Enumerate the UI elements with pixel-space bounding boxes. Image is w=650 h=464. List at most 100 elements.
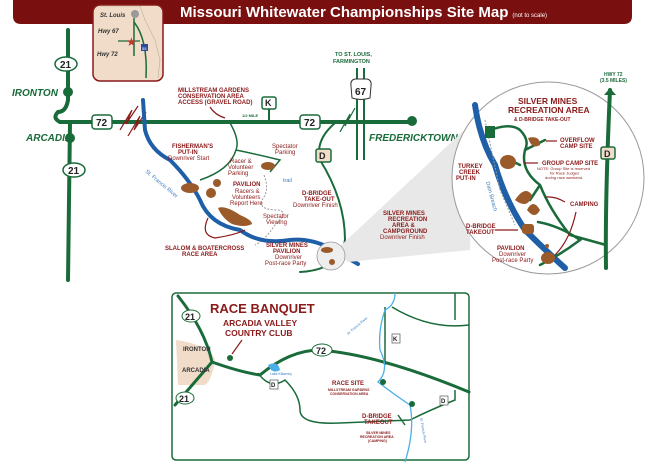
break-symbol [119, 105, 147, 137]
interstate-shield-icon [141, 44, 148, 51]
svg-text:K: K [393, 337, 398, 343]
svg-text:CAMPING: CAMPING [570, 202, 599, 208]
banquet-hwy21-bottom: 21 [175, 391, 195, 405]
hwy-72-shield-left: 72 [91, 114, 113, 130]
banquet-route-d-right: D [439, 395, 449, 406]
svg-text:21: 21 [60, 60, 72, 71]
race-site-label: RACE SITE [332, 381, 364, 387]
title-line: Missouri Whitewater Championships Site M… [180, 4, 547, 21]
race-site-marker [380, 379, 386, 385]
detail-route-d-shield: D [600, 146, 616, 160]
inset-hwy67: Hwy 67 [98, 29, 119, 35]
svg-text:D: D [604, 149, 611, 159]
st-francis-river [141, 98, 360, 266]
svg-text:72: 72 [96, 118, 108, 129]
hwy-67-shield: 67 [350, 78, 372, 100]
svg-text:PAVILION: PAVILION [497, 246, 524, 252]
half-mile-label: 1/2 MILE [242, 113, 259, 118]
svg-text:D: D [441, 399, 446, 405]
d-bridge-marker [409, 401, 415, 407]
banquet-title: RACE BANQUET [210, 301, 315, 316]
ironton-label: IRONTON [12, 88, 59, 99]
title-bar [13, 0, 632, 24]
banquet-route-k: K [391, 333, 401, 344]
to-st-louis-label: TO ST. LOUIS,FARMINGTON [333, 52, 372, 65]
svg-text:PAVILION: PAVILION [233, 182, 260, 188]
zoom-source-circle [316, 241, 346, 271]
hwy-21-shield-top: 21 [54, 56, 78, 72]
banquet-hwy21-top: 21 [181, 309, 201, 323]
hwy72-direction-label: HWY 72(3.5 MILES) [600, 72, 627, 84]
svg-text:21: 21 [185, 312, 195, 322]
arcadia-marker [65, 133, 75, 143]
inset-hwy72: Hwy 72 [97, 52, 118, 58]
arcadia-label: ARCADIA [25, 133, 72, 144]
svg-text:67: 67 [355, 87, 367, 98]
fredericktown-marker [407, 116, 417, 126]
inset-st-louis: St. Louis [100, 13, 126, 19]
detail-subtitle: & D-BRIDGE TAKE-OUT [514, 117, 571, 123]
fredericktown-label: FREDERICKTOWN [369, 133, 458, 144]
svg-text:K: K [265, 98, 272, 108]
svg-text:72: 72 [316, 346, 326, 356]
st-francis-river-label: St. Francis River [144, 169, 179, 200]
svg-text:D: D [319, 151, 326, 161]
svg-text:D: D [271, 383, 276, 389]
st-louis-marker [131, 10, 139, 18]
main-map: IRONTON ARCADIA FREDERICKTOWN 21 21 72 7… [12, 28, 475, 282]
route-d-road-detail [603, 88, 612, 270]
inset-locator-map: St. Louis Hwy 67 Hwy 72 ★ 55 [92, 4, 164, 82]
scale-note: (not to scale) [512, 13, 547, 19]
route-d-shield: D [315, 148, 332, 163]
trail-label: trail [283, 178, 292, 184]
page-title: Missouri Whitewater Championships Site M… [180, 4, 508, 21]
zoom-wedge [336, 120, 475, 262]
country-club-marker [227, 355, 233, 361]
ironton-marker [63, 87, 73, 97]
park-roads [199, 122, 282, 181]
svg-text:72: 72 [304, 118, 316, 129]
svg-text:21: 21 [179, 394, 189, 404]
svg-text:Lake Killarney: Lake Killarney [270, 372, 292, 376]
route-k-shield: K [261, 96, 277, 110]
svg-text:ARCADIA: ARCADIA [182, 368, 210, 374]
hwy-72-shield-right: 72 [299, 114, 321, 130]
hwy-21-shield-bottom: 21 [62, 162, 86, 178]
banquet-route-d-left: D [269, 379, 279, 390]
svg-text:IRONTON: IRONTON [183, 347, 211, 353]
banquet-hwy72: 72 [311, 343, 333, 357]
group-camp-label: GROUP CAMP SITE [542, 161, 598, 167]
svg-text:21: 21 [68, 166, 80, 177]
star-icon: ★ [126, 35, 137, 49]
